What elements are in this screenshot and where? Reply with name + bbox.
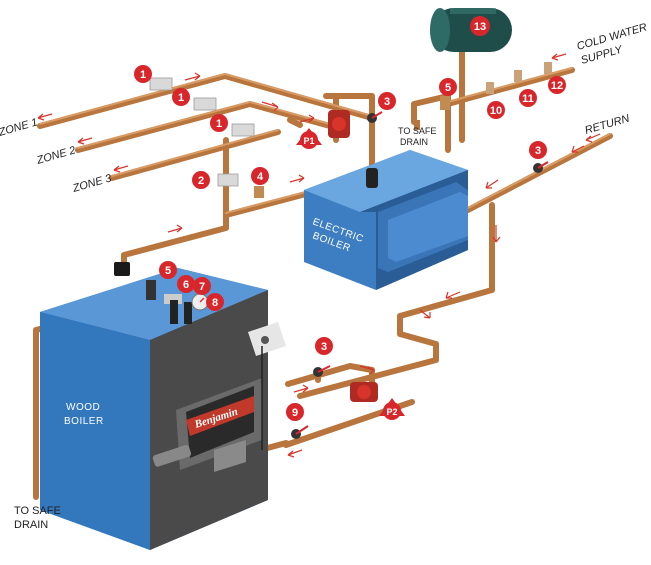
marker-pump-p2: P2 <box>379 398 405 420</box>
marker-drain-valve-9: 9 <box>286 403 304 421</box>
marker-fitting-6: 6 <box>177 275 195 293</box>
marker-zone-valve-1b: 1 <box>172 88 190 106</box>
marker-pump-p1: P1 <box>296 128 322 149</box>
marker-ball-valve-return: 3 <box>529 141 547 159</box>
svg-text:5: 5 <box>165 265 171 277</box>
marker-fitting-7: 7 <box>193 277 211 295</box>
svg-text:1: 1 <box>216 118 222 130</box>
wood-boiler-label-1: WOOD <box>66 402 100 413</box>
number-markers: 1 1 1 2 3 4 5 13 <box>134 16 566 421</box>
safe-drain-bottom-label-1: TO SAFE <box>14 505 61 517</box>
zone-valves <box>149 62 552 198</box>
svg-text:1: 1 <box>178 92 184 104</box>
svg-text:P1: P1 <box>303 136 314 146</box>
svg-text:9: 9 <box>292 407 298 419</box>
svg-text:4: 4 <box>257 171 264 183</box>
svg-text:13: 13 <box>474 21 486 33</box>
pump-p2 <box>350 382 378 402</box>
svg-text:5: 5 <box>445 82 451 94</box>
svg-text:2: 2 <box>198 175 204 187</box>
marker-zone-valve-1a: 1 <box>134 65 152 83</box>
ball-valves <box>291 111 549 439</box>
marker-relief-top: 5 <box>439 78 457 96</box>
pump-p1 <box>328 110 350 138</box>
svg-text:11: 11 <box>522 93 534 105</box>
svg-text:10: 10 <box>490 105 502 117</box>
zone-1-label: ZONE 1 <box>0 116 39 139</box>
marker-cw-10: 10 <box>487 101 505 119</box>
svg-text:3: 3 <box>321 341 327 353</box>
electric-boiler: ELECTRIC BOILER <box>304 150 468 290</box>
wood-boiler: Benjamin WOOD BOILER <box>40 268 286 550</box>
zone-2-label: ZONE 2 <box>35 144 77 167</box>
marker-ball-valve-top: 3 <box>378 92 396 110</box>
marker-ball-valve-loop: 3 <box>315 337 333 355</box>
marker-zone-valve-1c: 1 <box>210 114 228 132</box>
marker-cw-11: 11 <box>519 89 537 107</box>
svg-text:7: 7 <box>199 281 205 293</box>
flow-arrows <box>37 53 601 458</box>
wood-boiler-label-2: BOILER <box>64 416 104 427</box>
safe-drain-top-label-1: TO SAFE <box>398 126 436 136</box>
marker-fitting-4: 4 <box>251 167 269 185</box>
svg-text:3: 3 <box>535 145 541 157</box>
zone-3-label: ZONE 3 <box>71 172 114 195</box>
safe-drain-bottom-label-2: DRAIN <box>14 519 48 531</box>
svg-text:6: 6 <box>183 279 189 291</box>
svg-text:3: 3 <box>384 96 390 108</box>
wood-boiler-fittings <box>114 262 209 324</box>
marker-gauge-8: 8 <box>206 293 224 311</box>
marker-tank-13: 13 <box>470 16 490 36</box>
marker-cw-12: 12 <box>548 76 566 94</box>
svg-text:P2: P2 <box>386 407 397 417</box>
safe-drain-top-label-2: DRAIN <box>400 137 428 147</box>
return-label: RETURN <box>584 113 631 137</box>
svg-text:12: 12 <box>551 80 563 92</box>
marker-relief-wood: 5 <box>159 261 177 279</box>
marker-valve-2: 2 <box>192 171 210 189</box>
svg-text:1: 1 <box>140 69 146 81</box>
svg-text:8: 8 <box>212 297 218 309</box>
